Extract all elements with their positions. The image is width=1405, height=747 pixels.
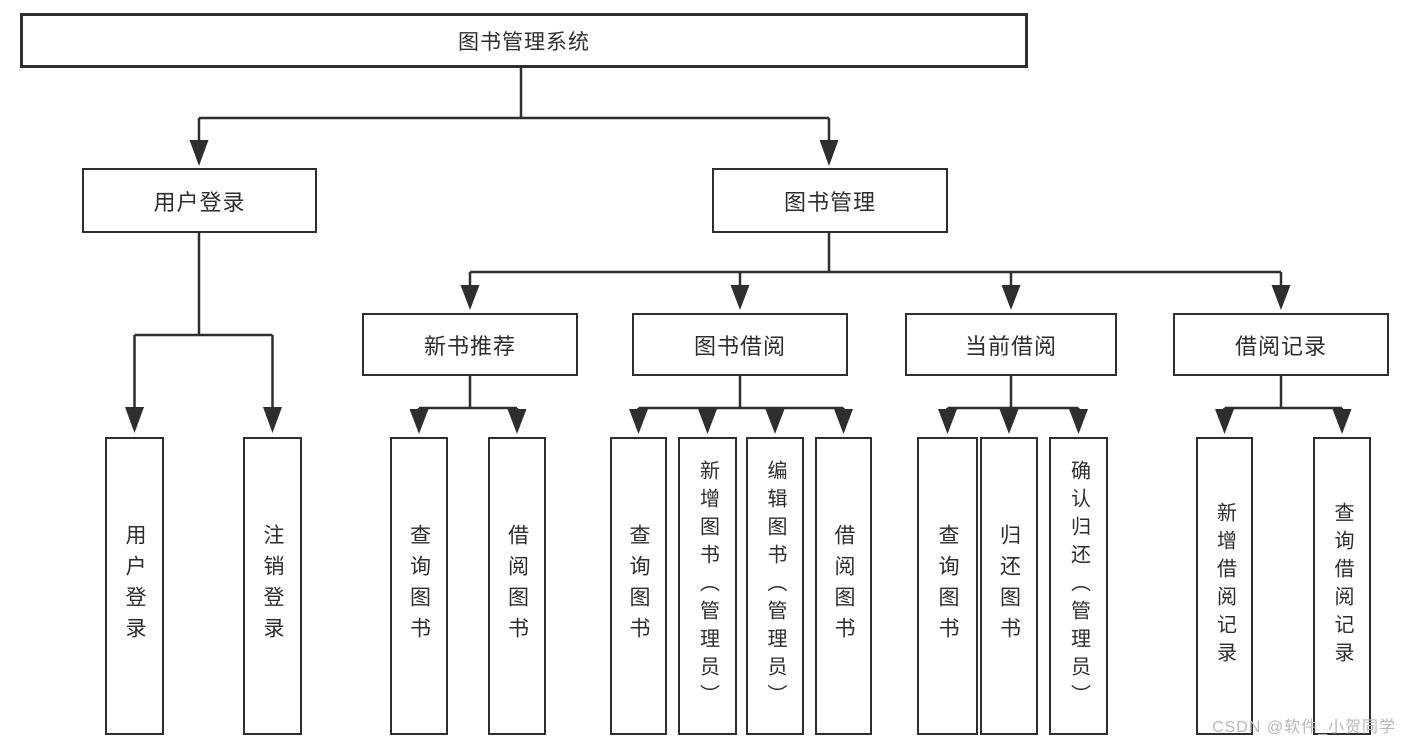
connector-root-stem: [197, 68, 831, 142]
leaf-recommend-query-books-label: 查询图书: [407, 524, 431, 648]
node-new-book-recommend-label: 新书推荐: [423, 333, 516, 359]
leaf-current-query-books-label: 查询图书: [936, 524, 959, 648]
node-user-login-label: 用户登录: [153, 189, 246, 215]
leaf-recommend-borrow-books: 借阅图书: [488, 437, 546, 735]
connector-user-split: [133, 233, 274, 409]
node-book-borrow-label: 图书借阅: [693, 333, 786, 359]
node-current-borrow: 当前借阅: [905, 313, 1117, 376]
connector-current-split: [946, 376, 1080, 412]
leaf-borrow-borrow-books: 借阅图书: [815, 437, 872, 735]
node-borrow-record-label: 借阅记录: [1234, 333, 1327, 359]
leaf-logout-label: 注销登录: [261, 524, 284, 648]
leaf-recommend-borrow-books-label: 借阅图书: [505, 524, 529, 648]
leaf-current-confirm-return-admin-label: 确认归还（管理员）: [1067, 460, 1090, 712]
node-root-label: 图书管理系统: [458, 30, 590, 54]
node-book-borrow: 图书借阅: [632, 313, 848, 376]
node-user-login: 用户登录: [82, 168, 317, 233]
leaf-borrow-edit-books-admin-label: 编辑图书（管理员）: [764, 460, 786, 712]
leaf-current-confirm-return-admin: 确认归还（管理员）: [1049, 437, 1108, 735]
leaf-current-return-books: 归还图书: [980, 437, 1038, 735]
leaf-user-login: 用户登录: [105, 437, 164, 735]
arrowheads: [125, 140, 1352, 434]
node-book-management-label: 图书管理: [783, 189, 876, 215]
leaf-borrow-edit-books-admin: 编辑图书（管理员）: [746, 437, 804, 735]
leaf-logout: 注销登录: [243, 437, 302, 735]
leaf-record-add-record-label: 新增借阅记录: [1213, 502, 1236, 670]
node-current-borrow-label: 当前借阅: [964, 333, 1057, 359]
leaf-borrow-query-books: 查询图书: [610, 437, 667, 735]
connector-recommend-split: [417, 376, 519, 412]
leaf-borrow-add-books-admin-label: 新增图书（管理员）: [696, 460, 719, 712]
node-book-management: 图书管理: [712, 168, 948, 233]
leaf-current-return-books-label: 归还图书: [997, 524, 1021, 648]
leaf-current-query-books: 查询图书: [917, 437, 978, 735]
leaf-borrow-add-books-admin: 新增图书（管理员）: [678, 437, 737, 735]
leaf-record-query-record-label: 查询借阅记录: [1331, 502, 1353, 670]
node-borrow-record: 借阅记录: [1173, 313, 1389, 376]
leaf-borrow-query-books-label: 查询图书: [627, 524, 650, 648]
connector-bookmgmt-split: [468, 233, 1283, 286]
watermark: CSDN @软件_小贺同学: [1212, 719, 1396, 736]
node-new-book-recommend: 新书推荐: [362, 313, 578, 376]
connector-borrow-split: [637, 376, 845, 412]
leaf-record-add-record: 新增借阅记录: [1196, 437, 1253, 735]
connector-record-split: [1223, 376, 1344, 412]
node-root: 图书管理系统: [20, 13, 1028, 68]
leaf-user-login-label: 用户登录: [123, 524, 146, 648]
leaf-recommend-query-books: 查询图书: [390, 437, 448, 735]
leaf-borrow-borrow-books-label: 借阅图书: [832, 524, 855, 648]
leaf-record-query-record: 查询借阅记录: [1313, 437, 1371, 735]
